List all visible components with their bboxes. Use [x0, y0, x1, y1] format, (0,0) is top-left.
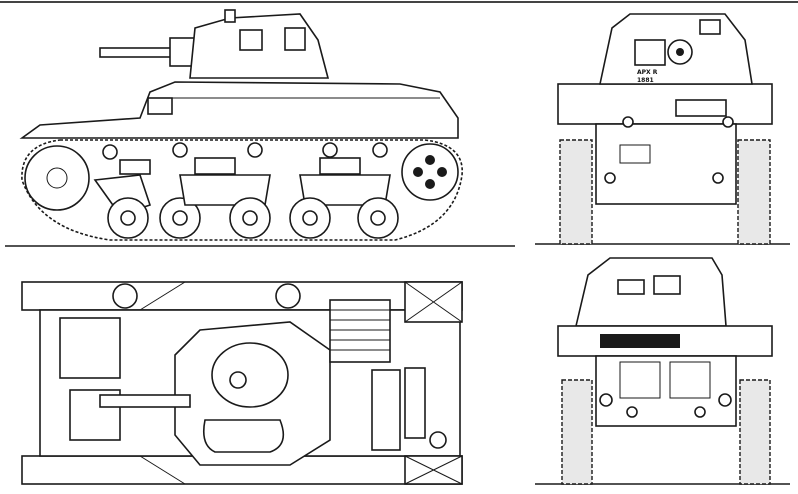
bogie: [289, 157, 399, 239]
sprocket-hub: [46, 167, 68, 189]
right-track: [739, 379, 771, 485]
left-track: [559, 139, 593, 245]
turret-cupola: [211, 342, 289, 408]
idler-hole: [413, 167, 423, 177]
gun-barrel-top: [99, 394, 191, 408]
engine-grille: [329, 299, 391, 363]
turret-vision-block: [634, 39, 666, 66]
box-cross: [404, 455, 463, 485]
right-track: [737, 139, 771, 245]
rear-door: [669, 361, 711, 399]
hull-hatch: [147, 97, 173, 115]
rear-hatch: [653, 275, 681, 295]
top-view: [21, 281, 463, 485]
idler-wheel: [401, 143, 459, 201]
tail-light: [694, 406, 706, 418]
idler-hole: [425, 155, 435, 165]
left-track-guard: [21, 281, 463, 311]
return-roller: [322, 142, 338, 158]
driver-hatch: [59, 317, 121, 379]
glacis-lines: [139, 281, 186, 485]
front-view: APX R 1881: [535, 13, 790, 245]
front-hatch: [675, 99, 727, 117]
return-roller: [247, 142, 263, 158]
fuel-cap: [112, 283, 138, 309]
rear-view: [535, 257, 790, 485]
bogie: [93, 159, 201, 239]
periscope: [229, 371, 247, 389]
turret-periscope: [224, 9, 236, 23]
tow-hook: [722, 116, 734, 128]
marking-line1: APX R: [637, 69, 658, 76]
headlight: [604, 172, 616, 184]
marking-line2: 1881: [637, 77, 654, 84]
exhaust-grille: [371, 369, 401, 451]
rear-turret: [574, 257, 727, 327]
tow-hook: [599, 393, 613, 407]
bogie: [179, 157, 271, 239]
return-roller: [102, 144, 118, 160]
tail-light: [429, 431, 447, 449]
rear-lower-hull: [595, 355, 737, 427]
exhaust-louvres: [600, 334, 680, 348]
side-view: [5, 9, 515, 247]
front-lower-hull: [595, 123, 737, 205]
tow-hook: [622, 116, 634, 128]
idler-hole: [425, 179, 435, 189]
grille-slats: [330, 309, 390, 351]
return-roller: [172, 142, 188, 158]
rear-vision-port: [617, 279, 645, 295]
left-track: [561, 379, 593, 485]
gun-barrel: [99, 47, 181, 58]
front-upper-hull: [557, 83, 773, 125]
headlight: [712, 172, 724, 184]
hull: [19, 81, 459, 139]
tail-light: [626, 406, 638, 418]
turret-rear-hatch: [202, 419, 285, 453]
box-cross: [404, 281, 463, 323]
gun-muzzle: [676, 48, 684, 56]
drive-sprocket: [24, 145, 90, 211]
rear-door: [619, 361, 661, 399]
fuel-cap: [275, 283, 301, 309]
turret-vision-port: [284, 27, 306, 51]
front-plate: [619, 144, 651, 164]
cupola: [699, 19, 721, 35]
turret-hatch: [239, 29, 263, 51]
return-roller: [372, 142, 388, 158]
rear-deck-plate: [404, 367, 426, 439]
idler-hole: [437, 167, 447, 177]
tow-hook: [718, 393, 732, 407]
